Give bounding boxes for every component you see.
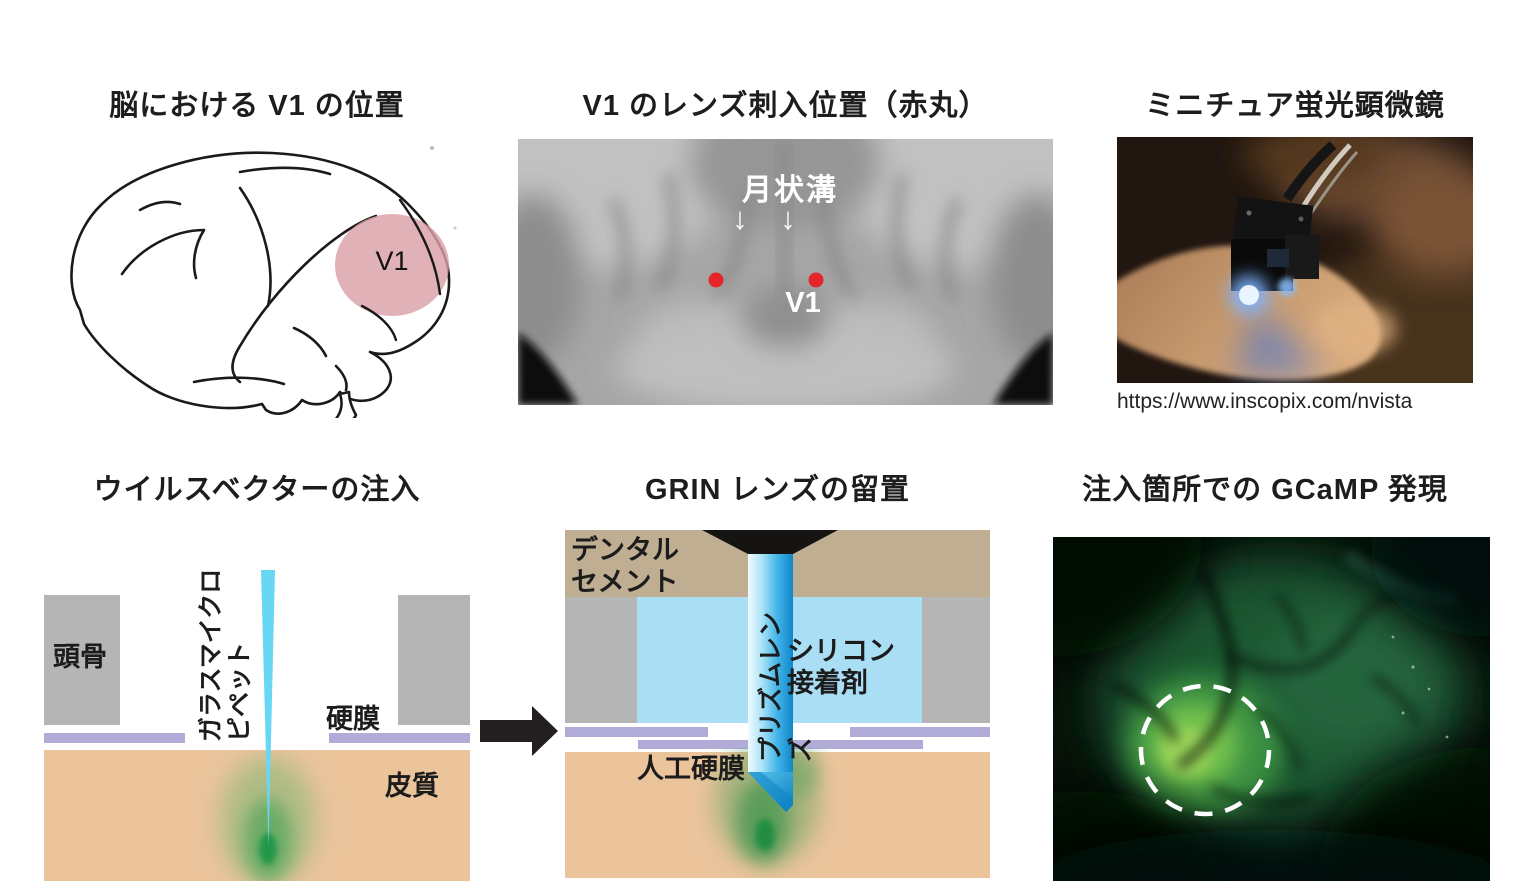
panel-mri: 月状溝 ↓ ↓ V1 (518, 139, 1053, 405)
lens-insertion-marker-left (708, 272, 724, 288)
lunate-sulcus-label: 月状溝 (742, 174, 838, 207)
prism-facet-shadow (748, 772, 793, 812)
lens-overlay (702, 530, 838, 864)
brain-line-drawing (70, 146, 457, 418)
device-lens-port (1267, 249, 1289, 267)
down-arrow-icon: ↓ (780, 201, 796, 236)
skull-block-left (44, 595, 120, 725)
glass-micropipette (261, 570, 275, 848)
grin-prism-lens (748, 538, 793, 812)
panel-title-injection: ウイルスベクターの注入 (93, 474, 421, 506)
v1-highlight-circle (335, 214, 449, 316)
injection-site-dashed-circle (1138, 683, 1272, 817)
panel-title-brain-position: 脳における V1 の位置 (109, 90, 405, 122)
miniscope-source-url: https://www.inscopix.com/nvista (1117, 390, 1413, 413)
background-finger (1372, 167, 1473, 277)
dental-cement-label: デンタル セメント (571, 535, 679, 597)
panel-brain-position: V1 (44, 138, 470, 418)
flow-arrow-icon (480, 706, 558, 756)
specks (1391, 635, 1449, 739)
device-side-module (1285, 235, 1319, 279)
sulcus-over-circle (360, 304, 398, 342)
mri-corner-left (518, 333, 578, 405)
skull-label: 頭骨 (53, 642, 107, 672)
panel-title-miniscope: ミニチュア蛍光顕微鏡 (1145, 90, 1445, 122)
panel-injection: 頭骨 硬膜 皮質 ガラスマイクロ ピペット (44, 565, 470, 881)
mri-v1-label: V1 (785, 287, 821, 319)
led-light (1239, 285, 1259, 305)
silicone-label: シリコン 接着剤 (787, 636, 895, 698)
injection-overlay (220, 570, 316, 881)
speck (453, 226, 457, 230)
blue-light (1233, 305, 1325, 375)
mri-corner-right (993, 333, 1053, 405)
device-cable-white (1308, 151, 1359, 216)
dura-label: 硬膜 (326, 704, 380, 734)
dura-strip-left (565, 727, 708, 737)
miniscope-device (1229, 141, 1359, 315)
dura-strip-right (329, 733, 470, 743)
dura-strip-left (44, 733, 185, 743)
artificial-dura-label: 人工硬膜 (637, 754, 745, 784)
miniscope-photo (1117, 137, 1473, 383)
occipital-edge-line (398, 198, 442, 296)
mri-texture (518, 139, 1053, 405)
device-cable-dark (1282, 141, 1337, 202)
brain-sulci (120, 166, 378, 392)
lens-body (748, 538, 793, 772)
brain-outline (70, 151, 451, 415)
panel-gcamp (1053, 537, 1490, 881)
speck (430, 146, 434, 150)
lens-insertion-marker-right (808, 272, 824, 288)
panel-grin-lens: デンタル セメント シリコン 接着剤 人工硬膜 プリズムレンズ (565, 530, 990, 878)
skull-block-right (398, 595, 470, 725)
vignette (1053, 537, 1490, 881)
panel-title-mri: V1 のレンズ刺入位置（赤丸） (582, 90, 989, 122)
cortex-label: 皮質 (385, 771, 439, 801)
microscope-baseplate (702, 530, 838, 554)
led-light-2 (1278, 278, 1296, 296)
brainstem (334, 390, 358, 418)
device-cable-white (1300, 143, 1352, 209)
panel-title-gcamp: 注入箇所での GCaMP 発現 (1082, 474, 1448, 506)
panel-miniscope (1117, 137, 1473, 383)
fluorescence-image (1053, 537, 1490, 881)
panel-title-grin-lens: GRIN レンズの留置 (645, 474, 910, 506)
mri-image (518, 139, 1053, 405)
v1-region-label: V1 (375, 246, 409, 276)
down-arrow-icon: ↓ (732, 201, 748, 236)
dura-strip-right (850, 727, 990, 737)
prism-lens-label: プリズムレンズ (757, 611, 815, 762)
pipette-label: ガラスマイクロ ピペット (197, 568, 254, 742)
